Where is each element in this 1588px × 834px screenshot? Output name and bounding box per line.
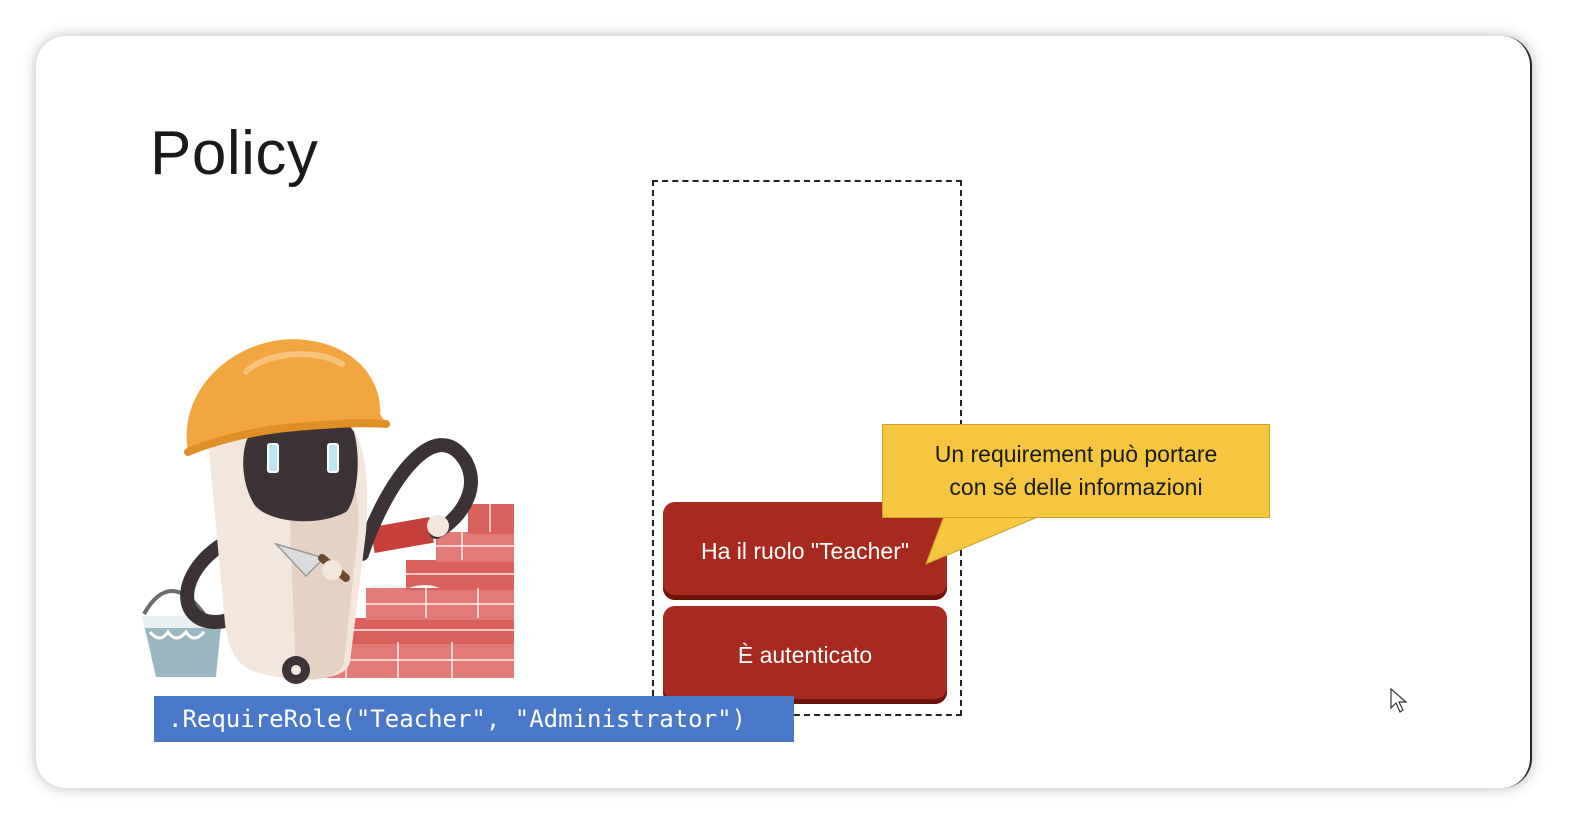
callout-tail bbox=[925, 516, 1041, 565]
robot-bricklayer-icon bbox=[142, 339, 514, 684]
slide: Policy bbox=[36, 36, 1532, 788]
mouse-cursor-icon bbox=[1390, 688, 1408, 713]
slide-title: Policy bbox=[150, 119, 319, 188]
requirement-authenticated-block: È autenticato bbox=[663, 606, 947, 704]
callout-line-1: Un requirement può portare bbox=[934, 441, 1218, 467]
code-snippet: .RequireRole("Teacher", "Administrator") bbox=[154, 696, 794, 742]
requirement-role-block: Ha il ruolo "Teacher" bbox=[663, 502, 947, 600]
callout-line-2: con sé delle informazioni bbox=[949, 474, 1203, 500]
callout-note: Un requirement può portare con sé delle … bbox=[882, 424, 1270, 518]
